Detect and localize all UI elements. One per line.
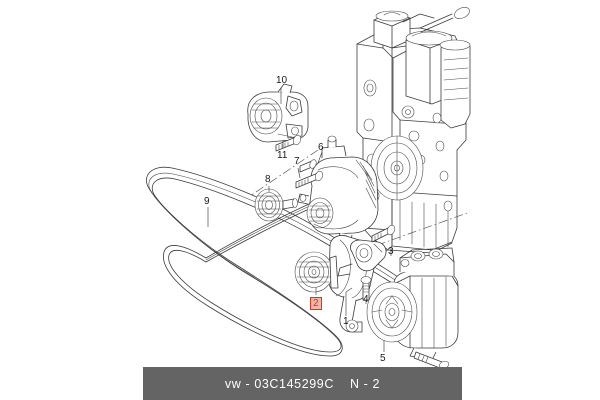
engine-block-group	[356, 7, 471, 254]
callout-2-highlighted: 2	[310, 297, 322, 310]
callout-4: 4	[363, 294, 369, 305]
footer-brand: vw -	[224, 376, 255, 391]
alternator-6	[297, 135, 379, 246]
bolt-4	[360, 276, 372, 301]
bolt-7	[295, 170, 324, 189]
callout-10: 10	[276, 75, 288, 86]
footer-part-number: 03C145299C	[254, 376, 334, 391]
compressor-bracket	[337, 239, 387, 277]
footer-text: vw - 03C145299C N - 2	[225, 377, 380, 391]
callout-6: 6	[318, 142, 324, 153]
callout-7: 7	[294, 156, 300, 167]
callout-3: 3	[388, 246, 394, 257]
callout-5: 5	[380, 353, 386, 364]
bolt-11	[275, 134, 302, 152]
footer-caption-bar: vw - 03C145299C N - 2	[143, 367, 462, 400]
footer-page-code: N - 2	[349, 376, 381, 391]
idler-pulley-8	[254, 188, 298, 222]
callout-1: 1	[343, 316, 349, 327]
callout-9: 9	[204, 196, 210, 207]
ac-compressor-5	[366, 247, 459, 361]
bolt-3	[371, 224, 396, 243]
callout-11: 11	[277, 150, 288, 161]
bolt-6-fastener	[299, 159, 317, 173]
belt-tensioner-10	[247, 83, 309, 143]
callout-8: 8	[265, 174, 271, 185]
leader-lines	[207, 88, 392, 352]
